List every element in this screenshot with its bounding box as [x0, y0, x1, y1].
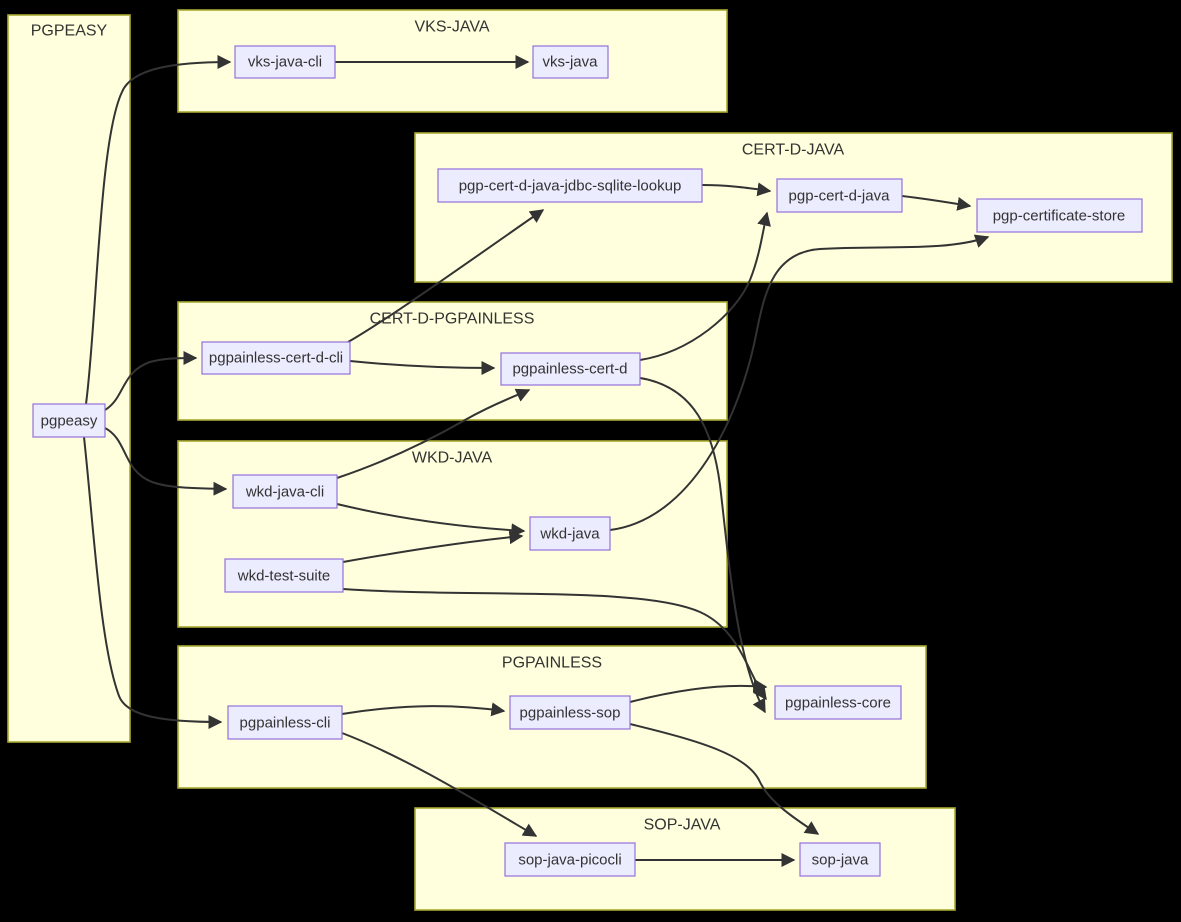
node-pgpainless-cert-d-cli-label: pgpainless-cert-d-cli [209, 350, 343, 367]
node-pgpainless-core-label: pgpainless-core [785, 695, 891, 712]
node-sop-java-box [799, 842, 881, 877]
node-jdbc-sqlite-lookup-label: pgp-cert-d-java-jdbc-sqlite-lookup [459, 178, 682, 195]
edge-pgpainless-cert-d-cli-pgpainless-cert-d [349, 360, 496, 375]
node-sop-java: sop-java [799, 842, 881, 877]
node-sop-java-picocli-box [504, 842, 636, 877]
node-sop-java-label: sop-java [812, 852, 869, 869]
node-pgp-cert-d-java: pgp-cert-d-java [776, 178, 903, 213]
node-pgpainless-sop: pgpainless-sop [509, 695, 631, 730]
node-pgp-certificate-store-label: pgp-certificate-store [993, 208, 1126, 225]
node-pgpainless-cert-d: pgpainless-cert-d [500, 352, 641, 386]
edge-pgpainless-sop-sop-java [629, 723, 820, 835]
node-pgpainless-cli: pgpainless-cli [227, 705, 343, 740]
node-pgp-cert-d-java-jdbc-sqlite-lookup: pgp-cert-d-java-jdbc-sqlite-lookup [437, 168, 703, 203]
node-sop-java-picocli: sop-java-picocli [504, 842, 636, 877]
cluster-wkd-java: WKD-JAVA [177, 440, 728, 628]
node-wkd-java-cli-box [232, 474, 338, 509]
node-pgpainless-core: pgpainless-core [774, 685, 902, 720]
edge-pgpainless-sop-pgpainless-core [629, 678, 768, 703]
edge-jdbc-sqlite-lookup-pgp-cert-d-java [701, 182, 772, 197]
node-pgp-cert-d-java-box [776, 178, 903, 213]
edge-wkd-java-cli-pgpainless-cert-d [336, 388, 531, 479]
node-wkd-test-suite: wkd-test-suite [224, 558, 344, 593]
cluster-wkd-java-box [177, 440, 728, 628]
node-vks-java: vks-java [532, 45, 609, 79]
node-pgpainless-cert-d-box [500, 352, 641, 386]
edge-pgpeasy-vks-java-cli [85, 55, 232, 405]
edge-wkd-test-suite-wkd-java [342, 530, 524, 563]
edge-pgpainless-cert-d-cli-jdbc-sqlite-lookup [347, 209, 545, 343]
edge-layer [83, 55, 990, 867]
edge-pgpainless-cert-d-pgp-cert-d-java [639, 211, 771, 361]
node-vks-java-cli-box [234, 45, 336, 79]
node-pgp-cert-d-java-label: pgp-cert-d-java [789, 188, 891, 205]
node-pgpainless-sop-label: pgpainless-sop [520, 705, 621, 722]
cluster-vks-java-title: VKS-JAVA [415, 19, 490, 36]
node-pgpeasy-label: pgpeasy [41, 413, 98, 430]
node-pgp-certificate-store-box [976, 198, 1143, 233]
edge-pgpeasy-pgpainless-cli [83, 436, 223, 729]
edge-pgpeasy-wkd-java-cli [104, 427, 228, 496]
node-vks-java-cli-label: vks-java-cli [248, 54, 322, 71]
node-pgpainless-cert-d-cli-box [201, 341, 351, 375]
node-pgpeasy: pgpeasy [32, 403, 106, 438]
edge-pgpainless-cert-d-pgpainless-core [639, 377, 766, 714]
edge-pgpeasy-pgpainless-cert-d-cli [104, 351, 198, 411]
node-pgpainless-core-box [774, 685, 902, 720]
node-wkd-java-cli: wkd-java-cli [232, 474, 338, 509]
edge-wkd-java-cli-wkd-java [336, 503, 526, 538]
node-wkd-java: wkd-java [529, 516, 611, 551]
node-wkd-java-box [529, 516, 611, 551]
node-jdbc-sqlite-lookup-box [437, 168, 703, 203]
cluster-wkd-java-title: WKD-JAVA [412, 450, 493, 467]
node-vks-java-label: vks-java [542, 54, 598, 71]
node-wkd-java-label: wkd-java [539, 526, 600, 543]
node-wkd-test-suite-box [224, 558, 344, 593]
node-pgpeasy-box [32, 403, 106, 438]
node-vks-java-box [532, 45, 609, 79]
edge-pgp-cert-d-java-pgp-certificate-store [901, 195, 972, 211]
node-pgpainless-cli-box [227, 705, 343, 740]
node-wkd-java-cli-label: wkd-java-cli [245, 484, 324, 501]
node-vks-java-cli: vks-java-cli [234, 45, 336, 79]
node-pgpainless-cert-d-cli: pgpainless-cert-d-cli [201, 341, 351, 375]
edge-wkd-test-suite-pgpainless-core [342, 588, 767, 701]
cluster-cert-d-pgpainless-title: CERT-D-PGPAINLESS [370, 311, 535, 328]
cluster-pgpainless-title: PGPAINLESS [502, 655, 602, 672]
edge-wkd-java-pgp-certificate-store [609, 234, 990, 531]
edge-pgpainless-cli-pgpainless-sop [341, 702, 506, 717]
cluster-cert-d-java-title: CERT-D-JAVA [742, 142, 845, 159]
node-pgpainless-sop-box [509, 695, 631, 730]
cluster-pgpeasy-title: PGPEASY [31, 23, 108, 40]
cluster-sop-java-title: SOP-JAVA [644, 817, 721, 834]
node-pgpainless-cert-d-label: pgpainless-cert-d [512, 361, 627, 378]
node-pgp-certificate-store: pgp-certificate-store [976, 198, 1143, 233]
node-pgpainless-cli-label: pgpainless-cli [240, 715, 331, 732]
edge-pgpainless-cli-sop-java-picocli [341, 732, 538, 837]
node-wkd-test-suite-label: wkd-test-suite [237, 568, 331, 585]
node-sop-java-picocli-label: sop-java-picocli [518, 852, 621, 869]
